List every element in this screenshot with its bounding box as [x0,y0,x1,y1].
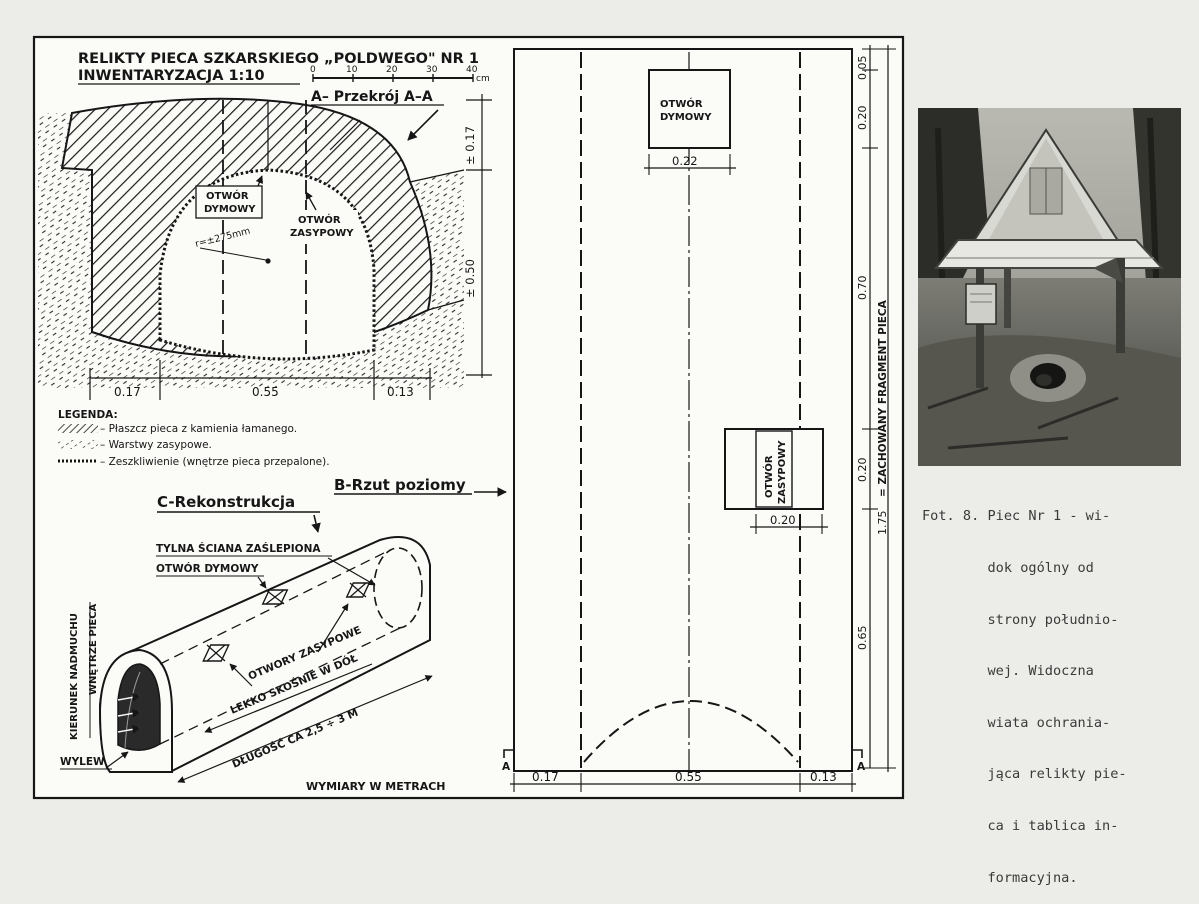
section-b-dim-right: 0.20 [856,106,869,131]
legend-title: LEGENDA: [58,409,118,421]
legend-swatch-fill [58,440,98,449]
section-a-dim-right: ± 0.50 [463,259,477,298]
caption-line: Fot. 8. Piec Nr 1 - wi- [922,508,1111,525]
section-b-dim-right: 0.70 [856,276,869,301]
scale-tick-label: 20 [386,65,398,75]
plan-otwor-dymowy-label: OTWÓR [660,97,703,110]
plan-otwor-zasypowy-label: ZASYPOWY [777,440,788,504]
photo-kiln-shelter [918,108,1181,466]
legend-item: – Płaszcz pieca z kamienia łamanego. [100,423,297,435]
section-a-otwor-zasypowy-label: ZASYPOWY [290,228,354,239]
section-a-dim-bottom: 0.55 [252,385,279,399]
back-wall [373,547,423,629]
section-b-dim-right: 0.65 [856,626,869,651]
plan-otwor-dymowy-label: DYMOWY [660,112,712,123]
section-a-otwor-zasypowy-label: OTWÓR [298,213,341,226]
footer-units: WYMIARY W METRACH [306,780,446,793]
legend: LEGENDA: – Płaszcz pieca z kamienia łama… [58,409,330,468]
section-b-dim-right: 0.05 [856,56,869,81]
section-b-dim-bottom: 0.55 [675,770,702,784]
plan-otwor-zasypowy-label: OTWÓR [762,455,775,498]
section-c-label: C-Rekonstrukcja [157,493,295,511]
label-wnetrze-pieca: WNĘTRZE PIECA [88,603,99,695]
fill-layer-bottom [38,300,464,388]
label-otwor-dymowy: OTWÓR DYMOWY [156,562,259,575]
section-mark: A [857,761,866,773]
section-b-dim-bottom: 0.13 [810,770,837,784]
scale-unit: cm [476,74,490,84]
legend-item: – Warstwy zasypowe. [100,439,212,451]
drawing-title: RELIKTY PIECA SZKARSKIEGO „POLDWEGO" NR … [78,51,479,67]
section-b-label: B-Rzut poziomy [334,476,466,494]
title-block: RELIKTY PIECA SZKARSKIEGO „POLDWEGO" NR … [78,51,490,85]
caption-line: ca i tablica in- [922,818,1119,835]
scale-tick-label: 10 [346,65,358,75]
caption-line: strony południo- [922,611,1119,628]
caption-line: wiata ochrania- [922,714,1111,731]
section-a-dim-bottom: 0.17 [114,385,141,399]
opening-icon [261,589,289,605]
section-a-otwor-dymowy-label: DYMOWY [204,204,256,215]
photo-caption: Fot. 8. Piec Nr 1 - wi- dok ogólny od st… [922,474,1192,904]
caption-line: jąca relikty pie- [922,766,1127,783]
legend-item: – Zeszkliwienie (wnętrze pieca przepalon… [100,456,330,468]
drawing-subtitle: INWENTARYZACJA 1:10 [78,68,265,84]
label-kierunek-nadmuchu: KIERUNEK NADMUCHU [69,613,80,740]
fill-layer-left [38,113,92,330]
section-mark: A [502,761,511,773]
plan-otwor-dymowy-dim: 0.22 [672,154,698,168]
section-a-cross-section: A– Przekrój A–A OTWÓR DYMOWY OTWÓR ZASYP… [38,89,492,400]
caption-line: formacyjna. [922,869,1078,886]
drawing-sheet: RELIKTY PIECA SZKARSKIEGO „POLDWEGO" NR … [32,35,905,800]
section-b-dim-right: 0.20 [856,458,869,483]
tunnel-opening [117,663,161,751]
section-a-dim-bottom: 0.13 [387,385,414,399]
caption-line: dok ogólny od [922,560,1094,577]
section-a-label: A– Przekrój A–A [311,89,433,105]
section-b-total: 1.75 [876,511,889,536]
label-wylew: WYLEW [60,756,105,768]
section-b-vertical-label: = ZACHOWANY FRAGMENT PIECA [877,299,889,497]
section-b-plan-view: B-Rzut poziomy OTWÓR DYMOWY 0.22 OTWÓR Z… [334,45,896,792]
section-a-dim-right: ± 0.17 [463,126,477,165]
section-a-otwor-dymowy-label: OTWÓR [206,189,249,202]
scale-tick-label: 30 [426,65,438,75]
opening-icon [345,582,371,598]
section-b-dim-bottom: 0.17 [532,770,559,784]
scale-tick-label: 0 [310,65,316,75]
plan-outline [513,48,853,772]
scale-bar: 0 10 20 30 40 cm [310,65,490,84]
caption-line: wej. Widoczna [922,663,1094,680]
opening-icon [202,644,230,662]
plan-otwor-zasypowy-dim: 0.20 [770,513,796,527]
legend-swatch-stone [58,424,98,433]
plan-otwor-dymowy [648,69,731,149]
scale-tick-label: 40 [466,65,478,75]
label-tylna-sciana: TYLNA ŚCIANA ZAŚLEPIONA [156,542,321,555]
